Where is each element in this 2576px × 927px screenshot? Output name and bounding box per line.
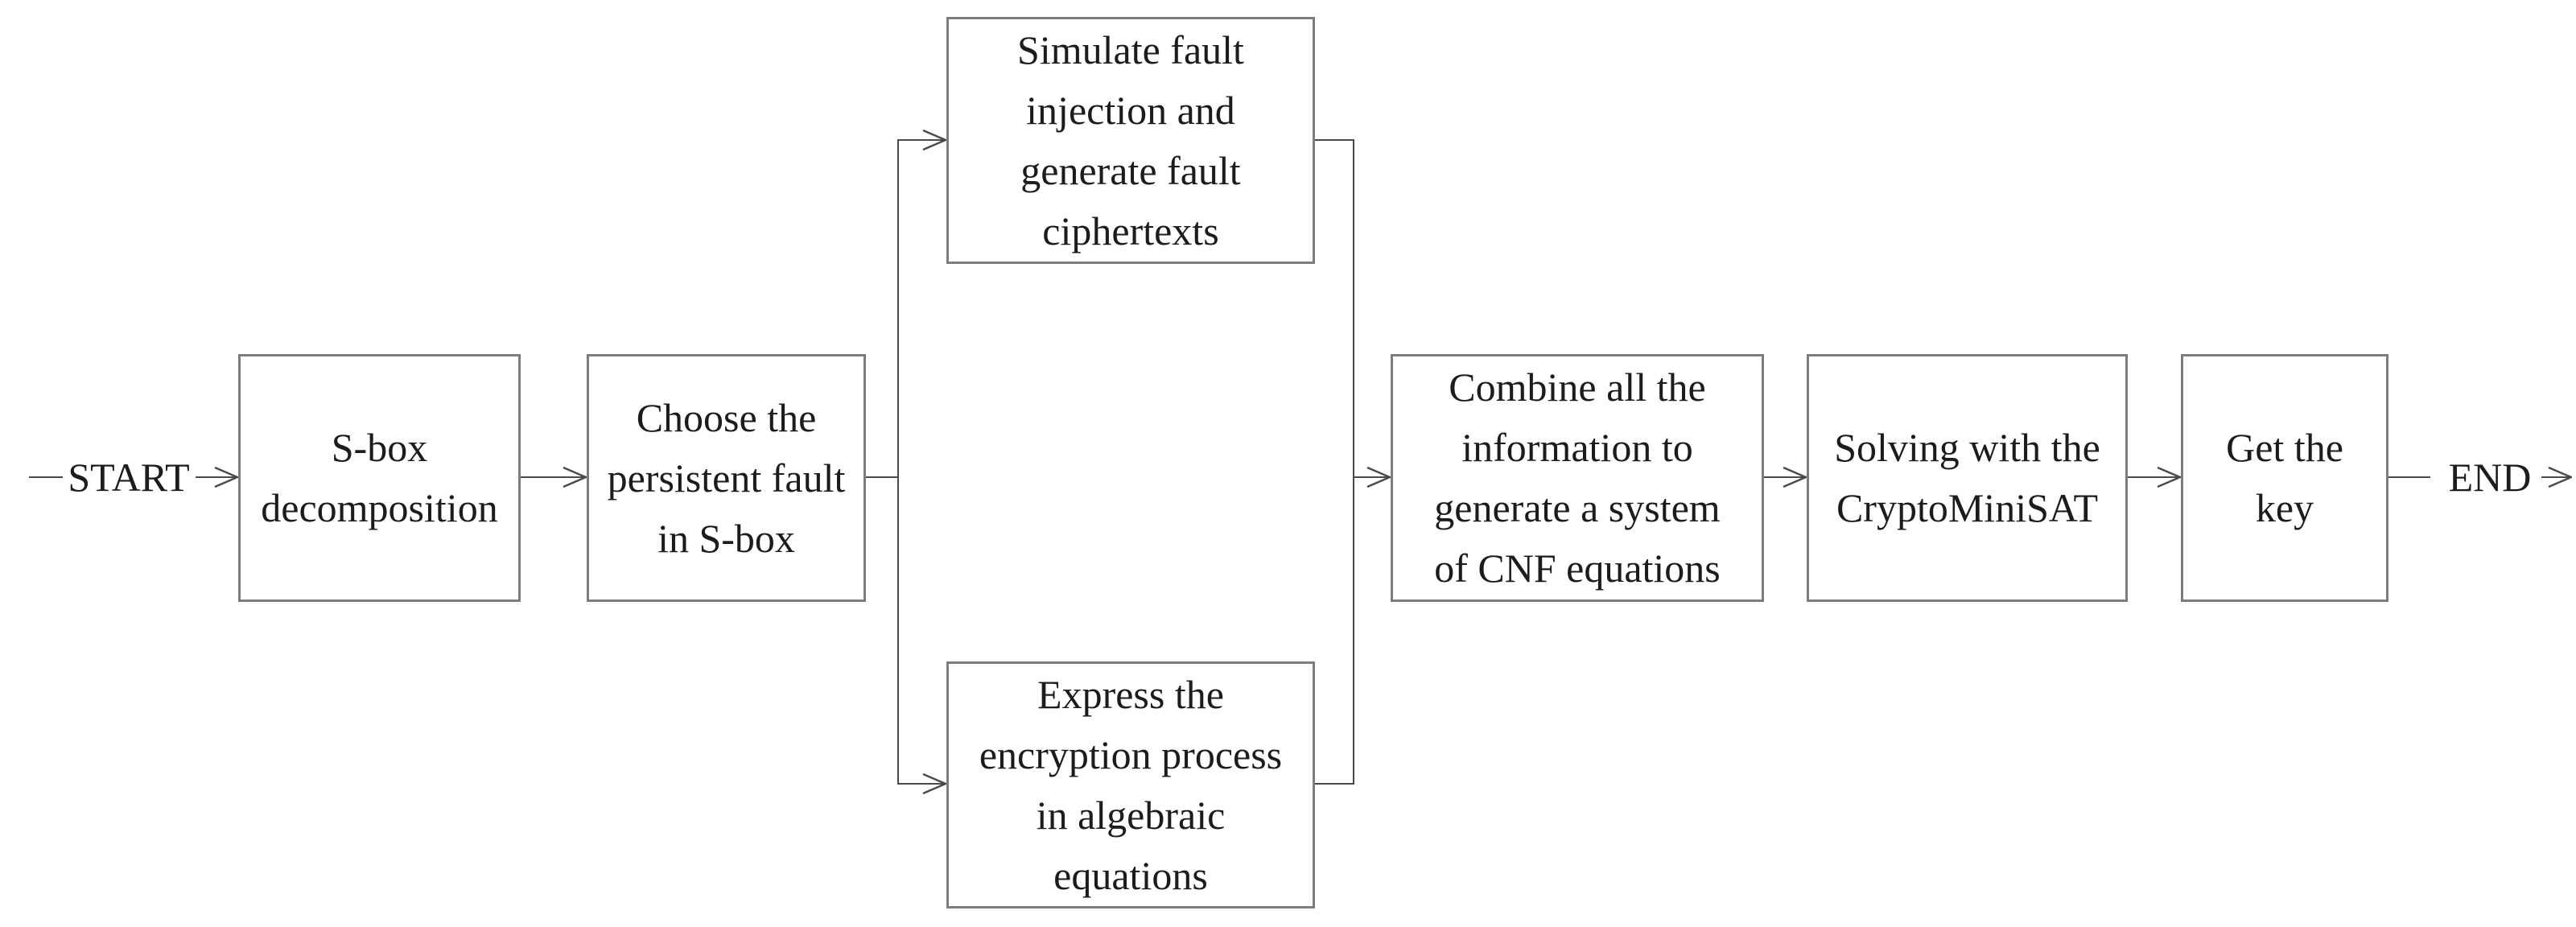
connector-branch-to-simulate [898, 139, 946, 141]
node-simulate-fault: Simulate fault injection and generate fa… [946, 17, 1315, 264]
connector-express-to-merge [1315, 783, 1354, 785]
node-get-key-label: Get the key [2226, 425, 2343, 530]
node-cryptominisat: Solving with the CryptoMiniSAT [1807, 354, 2128, 602]
node-express-equations: Express the encryption process in algebr… [946, 661, 1315, 908]
end-label: END [2448, 455, 2532, 500]
arrow-right-icon [922, 129, 946, 151]
connector-after-end [2541, 476, 2572, 478]
arrow-right-icon [563, 466, 587, 488]
node-sbox-decomposition-label: S-box decomposition [261, 425, 498, 530]
node-choose-fault-label: Choose the persistent fault in S-box [607, 394, 846, 561]
arrow-right-icon [2157, 466, 2181, 488]
connector-merge-to-combine [1354, 476, 1391, 478]
start-label: START [68, 455, 190, 500]
connector-start-to-sbox [196, 476, 238, 478]
connector-branch-to-express [898, 783, 946, 785]
node-combine-cnf-label: Combine all the information to generate … [1434, 365, 1721, 591]
branch-vertical-line [897, 139, 899, 785]
node-sbox-decomposition: S-box decomposition [238, 354, 521, 602]
connector-sbox-to-choose [521, 476, 587, 478]
connector-getkey-to-end [2388, 476, 2430, 478]
connector-simulate-to-merge [1315, 139, 1354, 141]
arrow-right-icon [214, 466, 238, 488]
node-get-key: Get the key [2181, 354, 2388, 602]
arrow-right-icon [1366, 466, 1391, 488]
node-combine-cnf: Combine all the information to generate … [1391, 354, 1764, 602]
merge-vertical-line [1353, 139, 1354, 785]
connector-choose-to-branch [866, 476, 899, 478]
connector-combine-to-solve [1764, 476, 1807, 478]
arrow-right-icon [1783, 466, 1807, 488]
node-choose-fault: Choose the persistent fault in S-box [587, 354, 866, 602]
node-simulate-fault-label: Simulate fault injection and generate fa… [1017, 27, 1244, 253]
node-cryptominisat-label: Solving with the CryptoMiniSAT [1834, 425, 2100, 530]
connector-solve-to-getkey [2128, 476, 2181, 478]
node-express-equations-label: Express the encryption process in algebr… [979, 671, 1283, 898]
arrow-right-icon [2548, 466, 2572, 488]
arrow-right-icon [922, 772, 946, 795]
connector-before-start [29, 476, 63, 478]
